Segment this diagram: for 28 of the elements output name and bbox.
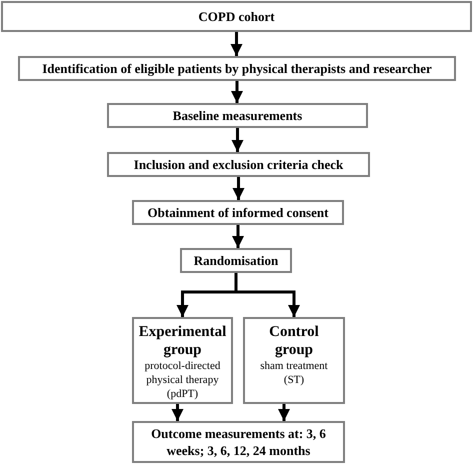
process-box	[132, 200, 344, 225]
arrow	[230, 32, 242, 56]
process-box	[180, 248, 292, 273]
arrow	[231, 81, 243, 103]
arrow	[172, 404, 184, 421]
process-box	[132, 317, 233, 404]
arrow	[232, 128, 244, 152]
group-heading: Experimental group	[138, 323, 228, 359]
arrow	[234, 273, 300, 317]
process-box	[132, 421, 345, 463]
step-label: Outcome measurements at: 3, 6 weeks; 3, 6, 12, 24 months	[150, 425, 327, 459]
process-box	[18, 56, 456, 81]
group-description: sham treatment (ST)	[259, 359, 329, 387]
arrow	[278, 404, 290, 421]
step-label: Obtainment of informed consent	[146, 204, 330, 220]
process-box	[107, 152, 370, 177]
step-label: Baseline measurements	[172, 108, 304, 124]
step-label: Inclusion and exclusion criteria check	[132, 156, 344, 172]
step-label: Identification of eligible patients by physical therapists and researcher	[41, 60, 433, 76]
process-box	[243, 317, 345, 404]
process-box	[107, 103, 368, 128]
process-box	[1, 1, 472, 32]
arrow	[232, 177, 244, 200]
step-label: Randomisation	[192, 252, 280, 268]
arrow	[232, 225, 244, 248]
group-description: protocol-directed physical therapy (pdPT)	[144, 359, 222, 401]
step-label: COPD cohort	[197, 8, 276, 24]
group-heading: Control group	[268, 323, 320, 359]
